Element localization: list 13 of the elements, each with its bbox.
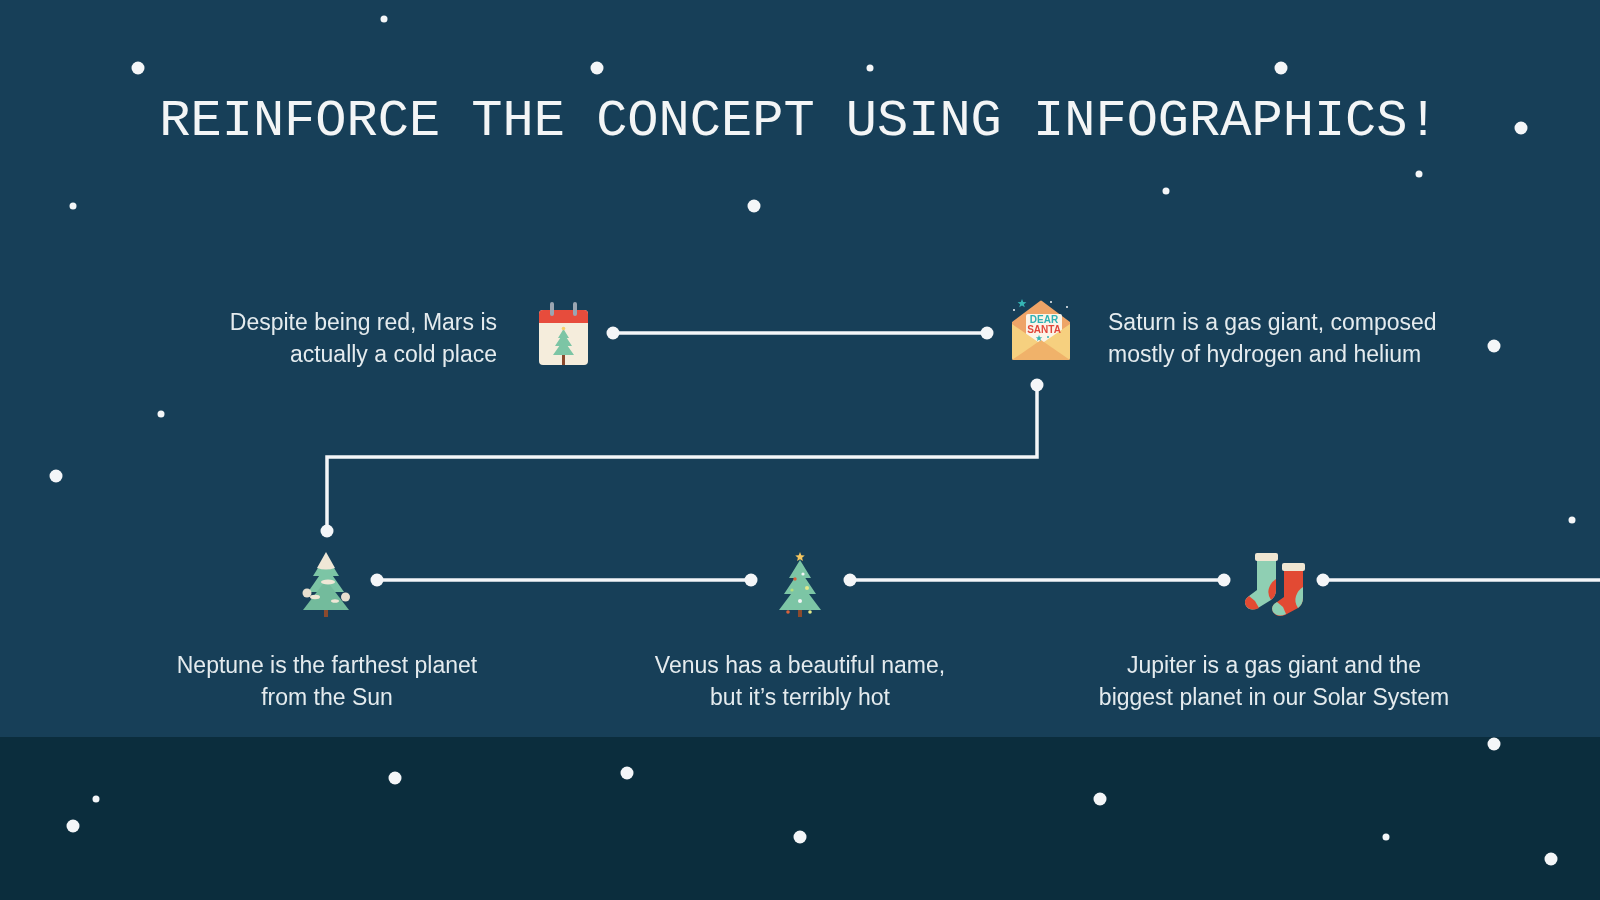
description-text: Neptune is the farthest planet from the Sun <box>175 651 479 712</box>
description-text: Venus has a beautiful name, but it’s terribly hot <box>653 651 947 712</box>
description-text: Despite being red, Mars is actually a cold place <box>228 308 497 369</box>
connector-line <box>370 573 758 587</box>
connector-line <box>1316 573 1600 587</box>
connector-line <box>843 573 1231 587</box>
connector-line <box>320 378 1044 538</box>
slide-title: REINFORCE THE CONCEPT USING INFOGRAPHICS! <box>159 94 1439 150</box>
letter-text: SANTA <box>1027 325 1061 335</box>
description-text: Jupiter is a gas giant and the biggest planet in our Solar System <box>1097 651 1451 712</box>
connector-line <box>606 326 994 340</box>
letter-text: DEAR <box>1029 315 1059 325</box>
description-text: Saturn is a gas giant, composed mostly of hydrogen and helium <box>1108 308 1438 369</box>
